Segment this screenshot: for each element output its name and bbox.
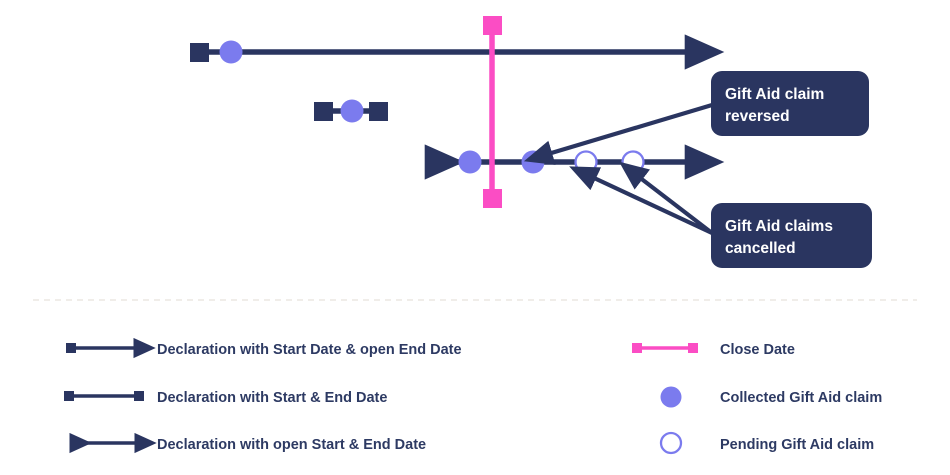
legend-label: Collected Gift Aid claim — [720, 390, 882, 406]
callout-line-1: Gift Aid claims — [725, 218, 833, 235]
pending-gift-aid-claim-marker — [574, 150, 598, 174]
collected-gift-aid-claim-marker — [219, 40, 243, 64]
callout-gift-aid-claim-reversed: Gift Aid claim reversed — [523, 71, 869, 165]
timeline-declaration-start-end — [314, 99, 388, 123]
callout-line-1: Gift Aid claim — [725, 86, 824, 103]
legend-marker-open-circle — [659, 431, 683, 455]
legend-label: Pending Gift Aid claim — [720, 437, 874, 453]
legend-marker-filled-circle — [660, 386, 682, 408]
legend-label: Close Date — [720, 342, 795, 358]
legend-label: Declaration with Start & End Date — [157, 390, 387, 406]
callout-leader-line-b — [619, 161, 714, 235]
legend-item-declaration-open-start-open-end: Declaration with open Start & End Date — [69, 432, 426, 454]
collected-gift-aid-claim-marker-reversed — [521, 150, 545, 174]
legend-marker-square-start — [632, 343, 642, 353]
legend-label: Declaration with open Start & End Date — [157, 437, 426, 453]
callout-leader-line-a — [569, 166, 713, 235]
pending-gift-aid-claim-marker — [621, 150, 645, 174]
callout-line-2: reversed — [725, 108, 790, 125]
legend-item-declaration-start-end: Declaration with Start & End Date — [64, 390, 387, 406]
timeline-declaration-open-start-open-end — [424, 144, 725, 180]
collected-gift-aid-claim-marker — [458, 150, 482, 174]
close-date-bottom-square — [483, 189, 502, 208]
end-date-square-marker — [369, 102, 388, 121]
callout-gift-aid-claims-cancelled: Gift Aid claims cancelled — [569, 161, 872, 268]
timeline-declaration-start-open-end — [190, 34, 725, 70]
legend-label: Declaration with Start Date & open End D… — [157, 342, 462, 358]
legend-item-collected-gift-aid-claim: Collected Gift Aid claim — [660, 386, 882, 408]
callout-box — [711, 203, 872, 268]
legend-item-pending-gift-aid-claim: Pending Gift Aid claim — [659, 431, 874, 455]
legend-marker-square-end — [134, 391, 144, 401]
start-date-square-marker — [314, 102, 333, 121]
legend-marker-square-end — [688, 343, 698, 353]
legend-right-column: Close Date Collected Gift Aid claim Pend… — [632, 342, 882, 455]
legend-marker-square — [66, 343, 76, 353]
legend-left-column: Declaration with Start Date & open End D… — [64, 337, 462, 454]
legend-item-declaration-start-open-end: Declaration with Start Date & open End D… — [66, 337, 462, 359]
legend-marker-square-start — [64, 391, 74, 401]
start-date-square-marker — [190, 43, 209, 62]
close-date-top-square — [483, 16, 502, 35]
callout-line-2: cancelled — [725, 240, 796, 257]
collected-gift-aid-claim-marker — [340, 99, 364, 123]
legend-item-close-date: Close Date — [632, 342, 795, 358]
close-date-marker — [483, 16, 502, 208]
callout-leader-line — [523, 102, 713, 165]
callout-box — [711, 71, 869, 136]
